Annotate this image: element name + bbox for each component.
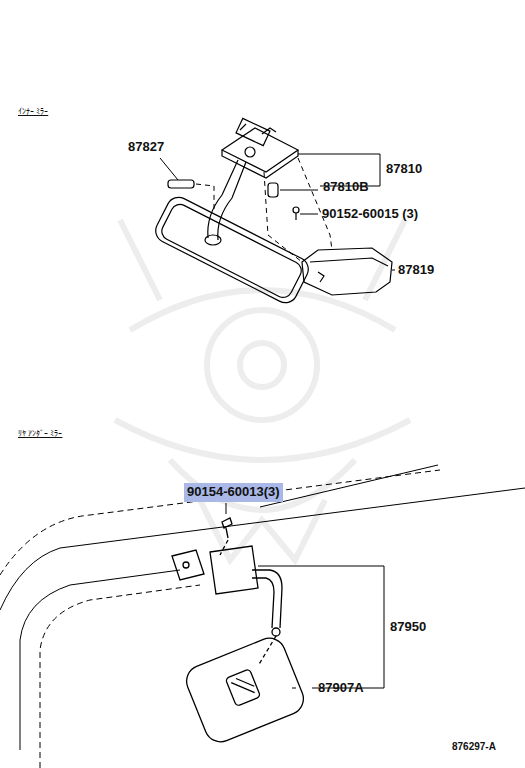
part-number: 87810B <box>323 180 369 194</box>
part-number: 87907A <box>318 681 364 695</box>
section-title: ﾘﾔ ｱﾝﾀﾞｰ ﾐﾗｰ <box>18 430 62 439</box>
leader-lines-rear <box>226 503 384 688</box>
figure-number: 876297-A <box>452 741 496 752</box>
vehicle-body-lines <box>0 465 525 750</box>
section-title: ｲﾝﾅｰ ﾐﾗｰ <box>18 108 48 117</box>
highlighted-part-number: 90154-60013(3) <box>184 483 283 502</box>
part-number: 90154-60013(3) <box>187 485 280 499</box>
part-number: 90152-60015 (3) <box>322 207 418 221</box>
assembly-dash-lines <box>196 158 332 262</box>
part-number: 87950 <box>390 620 426 634</box>
part-number: 87827 <box>128 140 164 154</box>
vehicle-outline-dashed <box>0 470 440 768</box>
part-number: 87810 <box>386 162 422 176</box>
rear-under-mirror <box>172 518 308 747</box>
part-number: 87819 <box>398 263 434 277</box>
